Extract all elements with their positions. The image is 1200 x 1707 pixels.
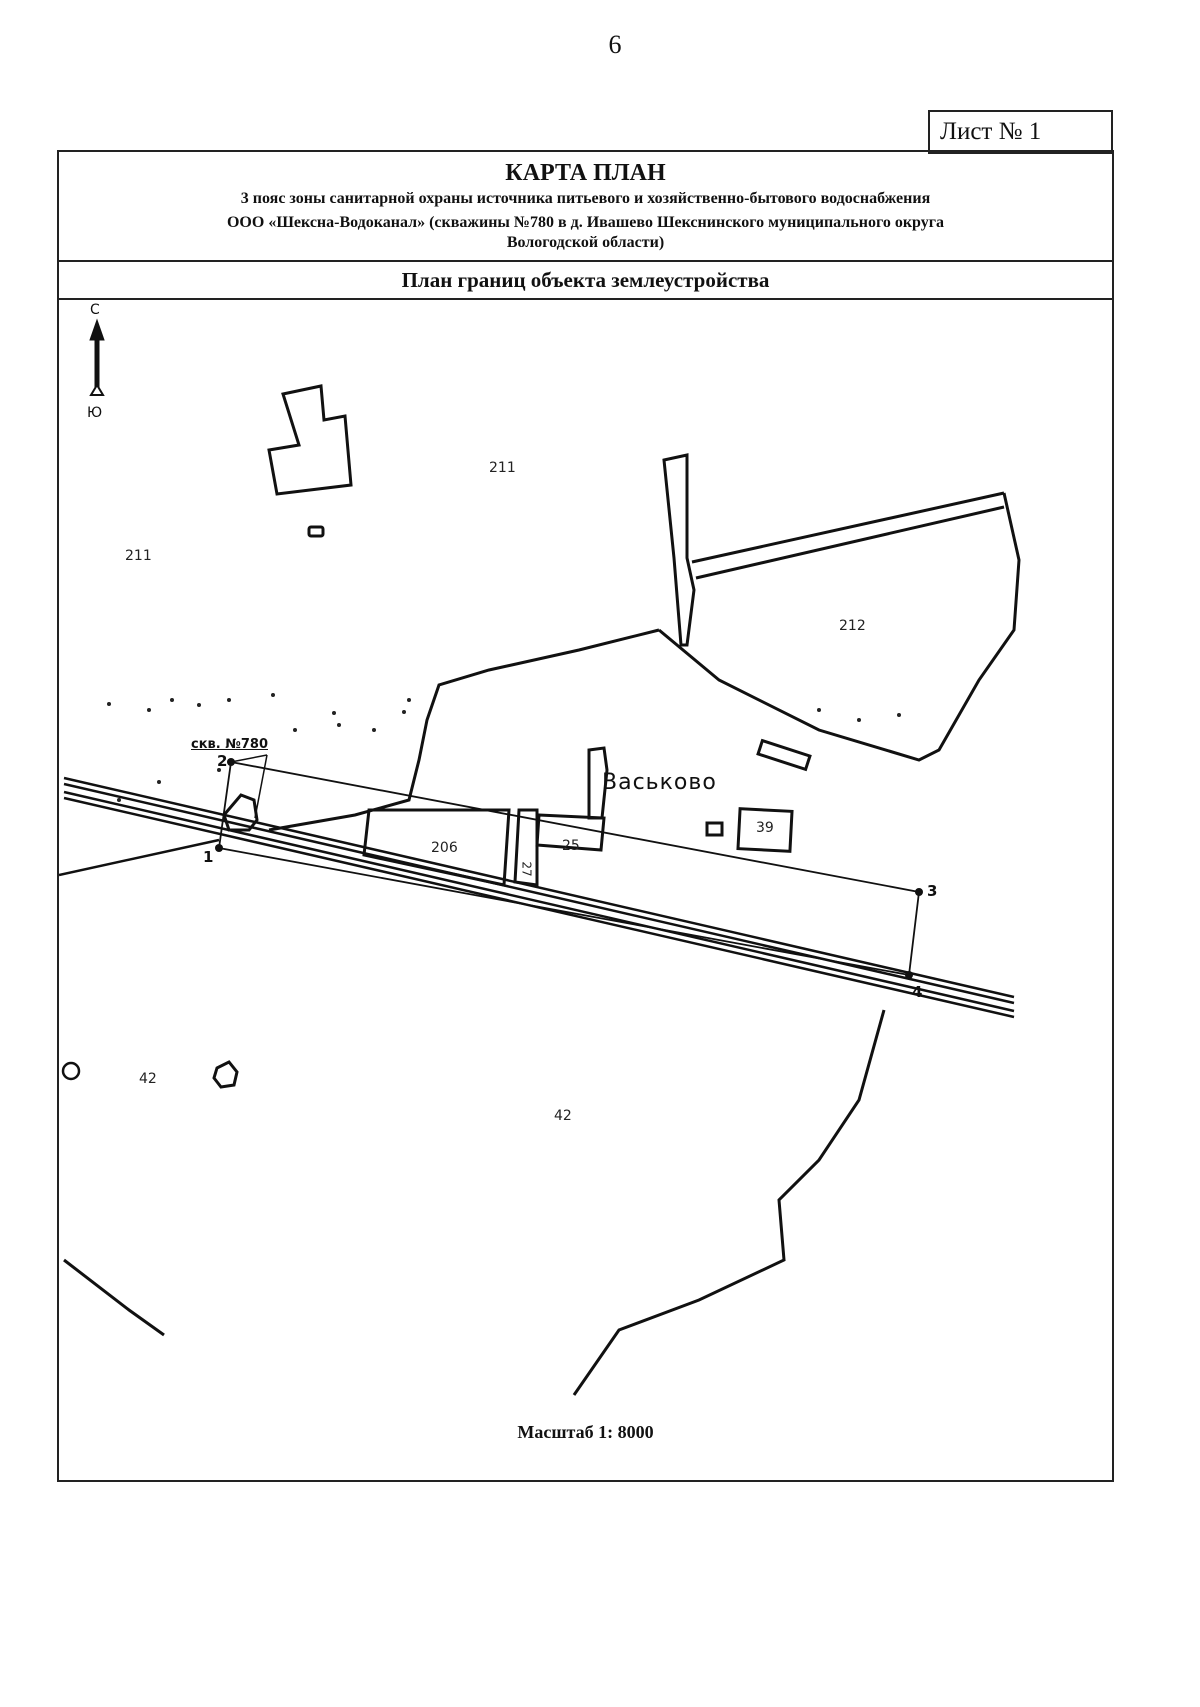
parcel-25-outline xyxy=(535,813,606,852)
parcel-label-212: 212 xyxy=(839,618,866,634)
parcel-boundary-lower-right xyxy=(572,1009,886,1396)
parcel-label-39: 39 xyxy=(756,820,774,836)
small-building-2 xyxy=(705,821,724,837)
parcel-label-42-b: 42 xyxy=(554,1108,572,1124)
small-object-b xyxy=(212,1060,239,1089)
map-frame: КАРТА ПЛАН 3 пояс зоны санитарной охраны… xyxy=(57,150,1114,1482)
page-number: 6 xyxy=(608,30,622,59)
parcel-boundary-upper xyxy=(268,628,660,832)
parcel-39-outline xyxy=(736,807,794,853)
protection-zone-boundary xyxy=(217,760,920,977)
parcel-label-27: 27 xyxy=(519,861,534,877)
parcel-206-outline xyxy=(362,808,511,887)
road-diag-a xyxy=(691,491,1005,564)
parcel-label-211-a: 211 xyxy=(489,460,516,476)
well-label: скв. №780 xyxy=(191,737,268,752)
building-rotated xyxy=(756,738,812,772)
compass-north-label: С xyxy=(90,302,100,318)
boundary-point-4: 4 xyxy=(912,983,923,1001)
building-outline xyxy=(267,384,353,496)
map-subtitle-line2: ООО «Шексна-Водоканал» (скважины №780 в … xyxy=(226,214,944,231)
boundary-point-2: 2 xyxy=(217,752,228,770)
map-subtitle-line1: 3 пояс зоны санитарной охраны источника … xyxy=(240,190,931,207)
map-scale: Масштаб 1: 8000 xyxy=(517,1422,654,1442)
map-drawing xyxy=(59,318,1021,1396)
plan-subtitle: План границ объекта землеустройства xyxy=(59,262,1112,300)
well-site-outline xyxy=(222,793,259,832)
village-building xyxy=(587,746,609,820)
parcel-boundary-left xyxy=(59,838,220,877)
parcel-label-25: 25 xyxy=(562,838,580,854)
parcel-label-211-b: 211 xyxy=(125,548,152,564)
north-arrow-icon xyxy=(89,318,105,396)
boundary-point-1: 1 xyxy=(203,848,214,866)
road-vertical xyxy=(662,453,696,647)
small-object-a xyxy=(61,1061,81,1081)
parcel-212-boundary xyxy=(658,492,1021,762)
village-name: Васьково xyxy=(602,770,717,795)
compass-south-label: Ю xyxy=(87,405,103,421)
map-header: КАРТА ПЛАН 3 пояс зоны санитарной охраны… xyxy=(59,152,1112,262)
parcel-boundary-lower-left xyxy=(63,1258,165,1337)
boundary-point-markers xyxy=(215,758,923,979)
parcel-27-outline xyxy=(513,808,539,887)
scattered-dots xyxy=(107,693,901,802)
parcel-label-42-a: 42 xyxy=(139,1071,157,1087)
road-diag-b xyxy=(695,505,1005,580)
small-building xyxy=(307,525,325,538)
map-canvas: С Ю 211 211 212 206 25 27 39 42 42 Васьк… xyxy=(59,300,1112,1482)
map-subtitle-line3: Вологодской области) xyxy=(506,234,665,251)
map-title: КАРТА ПЛАН xyxy=(505,160,666,186)
sheet-label: Лист № 1 xyxy=(928,110,1113,154)
boundary-point-3: 3 xyxy=(927,882,938,900)
parcel-label-206: 206 xyxy=(431,840,458,856)
